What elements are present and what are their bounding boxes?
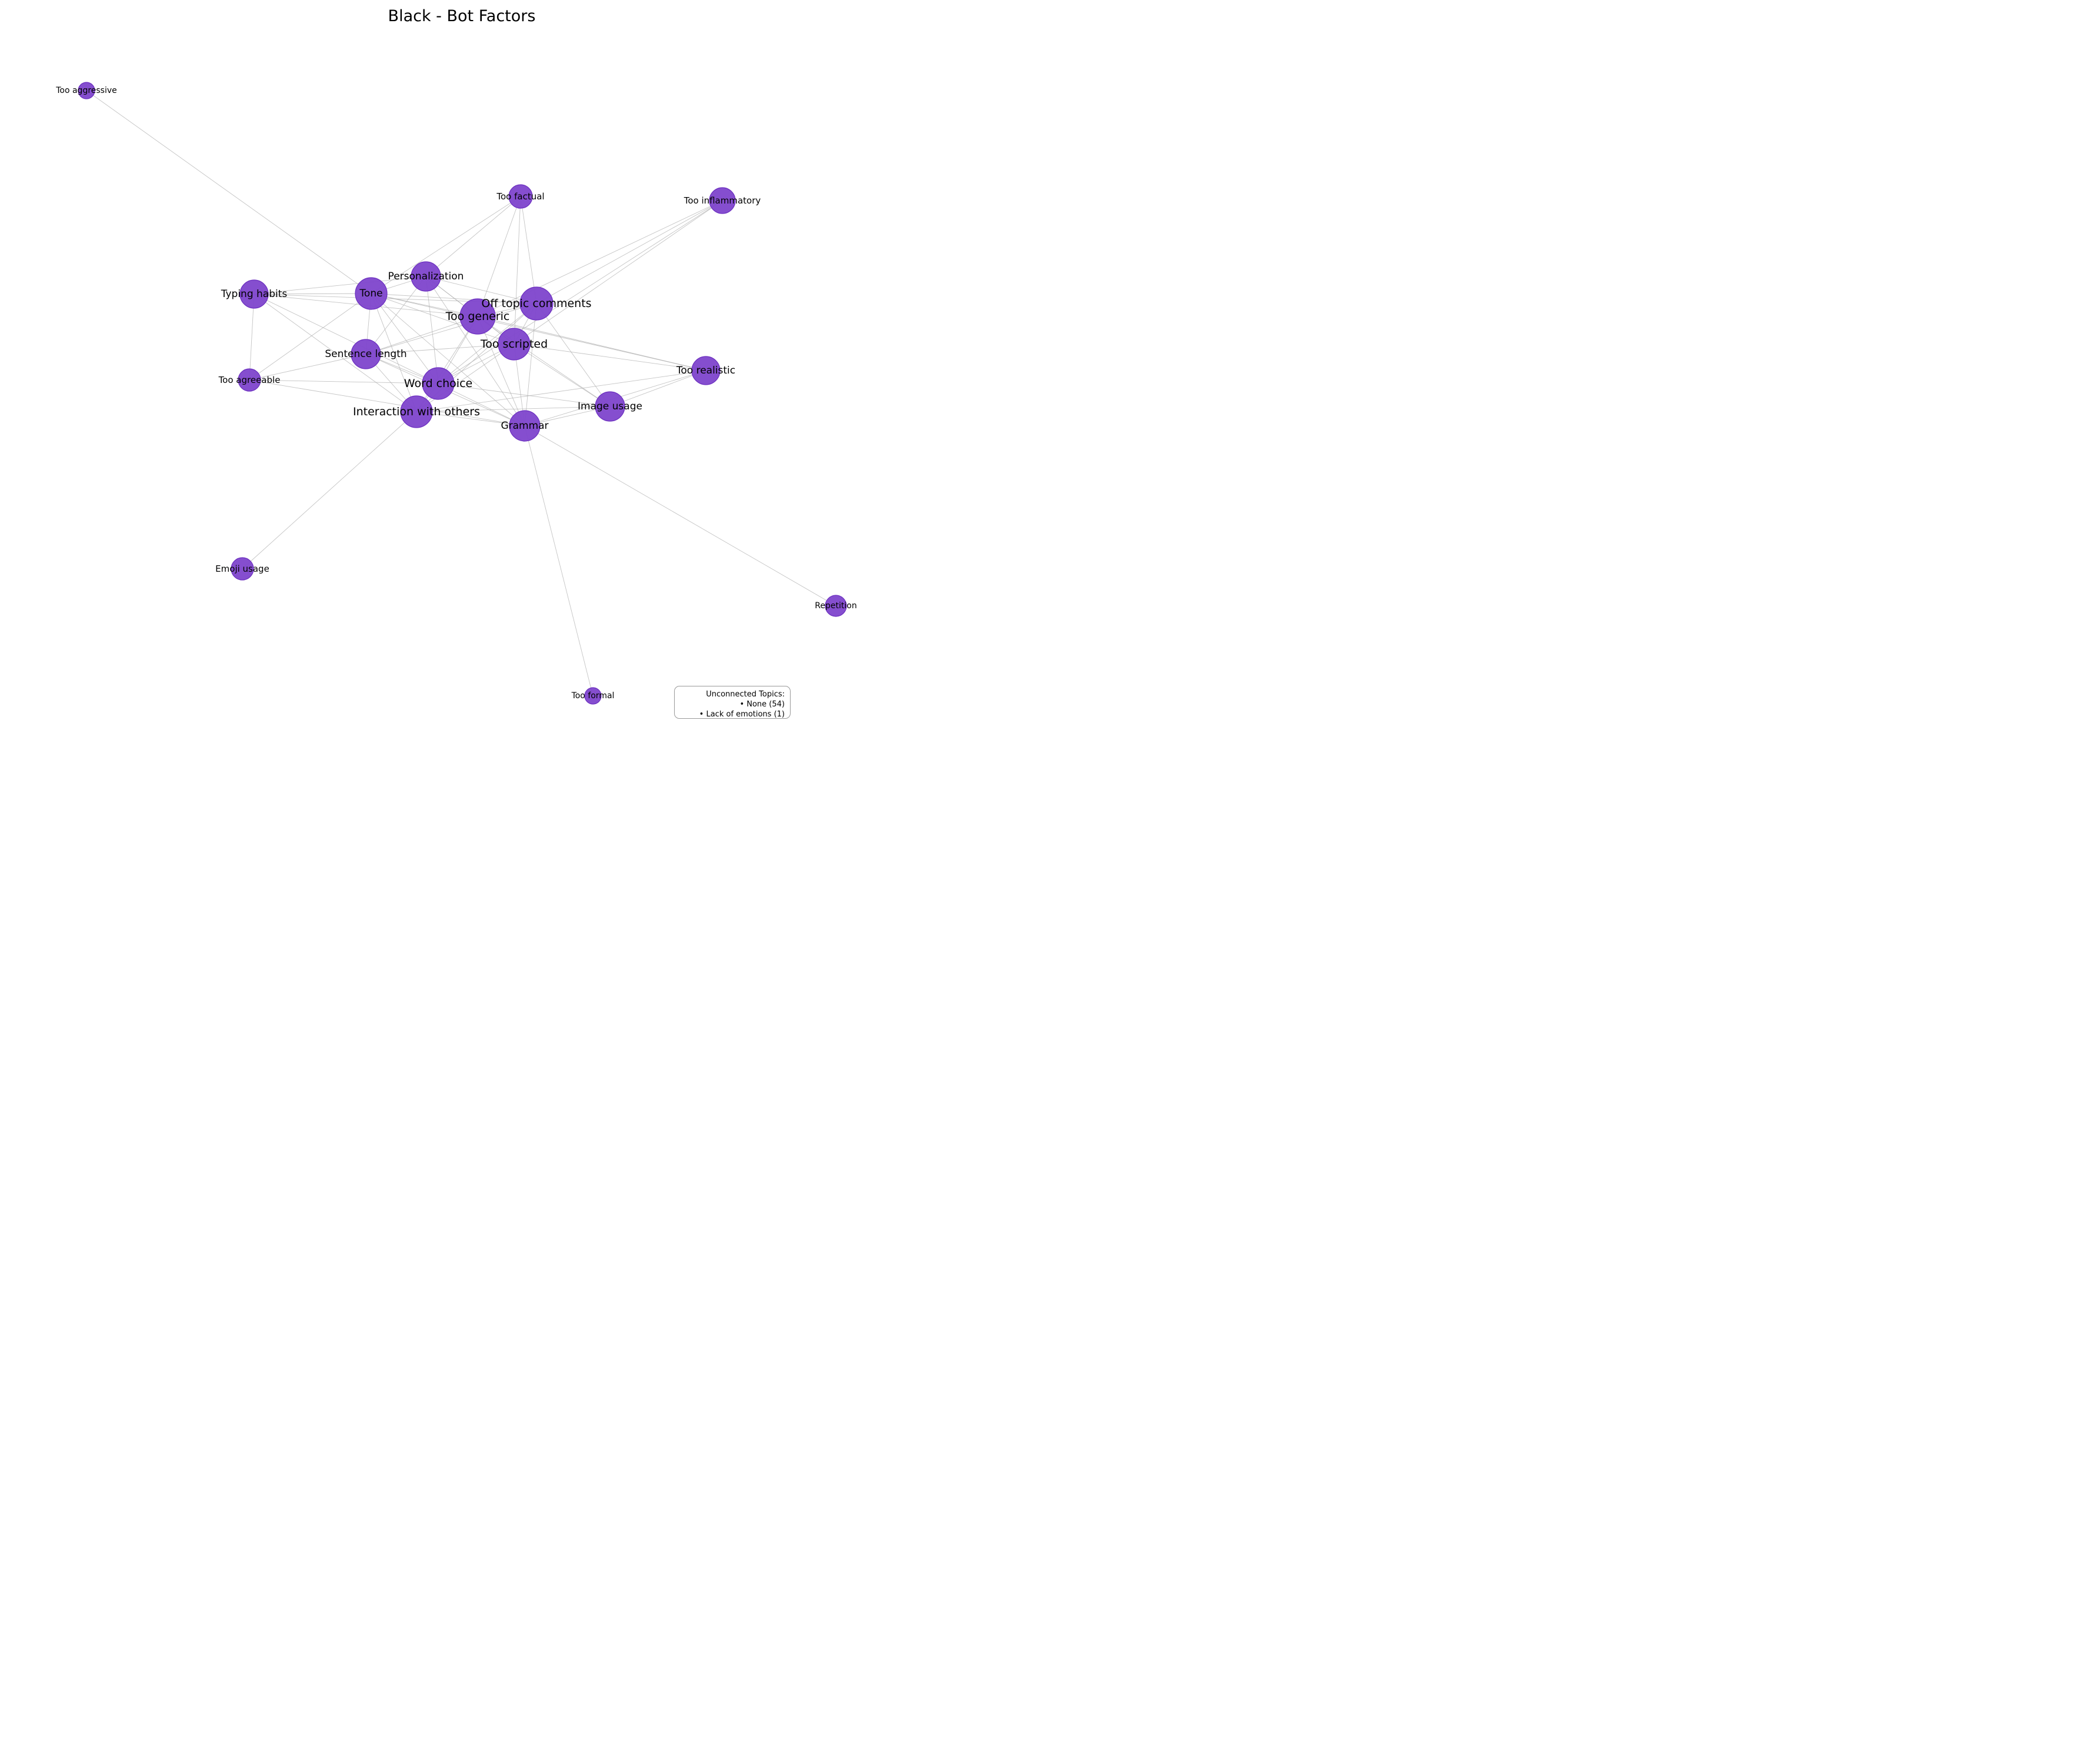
- node-label-too-scripted: Too scripted: [480, 338, 548, 351]
- edge-personalization-sentence-length: [365, 276, 426, 355]
- edge-typing-habits-personalization: [254, 276, 426, 295]
- edge-grammar-too-formal: [524, 425, 594, 696]
- node-label-interaction-with-others: Interaction with others: [353, 405, 480, 418]
- node-label-personalization: Personalization: [388, 271, 464, 282]
- node-label-too-aggressive: Too aggressive: [55, 86, 117, 95]
- node-label-too-generic: Too generic: [445, 310, 510, 323]
- node-label-tone: Tone: [359, 288, 382, 299]
- edge-personalization-word-choice: [425, 276, 439, 384]
- edge-too-scripted-interaction-with-others: [416, 344, 515, 412]
- node-too-generic: [459, 298, 496, 335]
- edge-personalization-grammar: [425, 276, 525, 426]
- edge-off-topic-comments-word-choice: [438, 303, 537, 384]
- edge-interaction-with-others-too-realistic: [416, 370, 706, 412]
- edge-too-factual-off-topic-comments: [520, 196, 537, 304]
- edge-too-inflammatory-off-topic-comments: [536, 200, 723, 304]
- node-label-too-formal: Too formal: [571, 691, 615, 701]
- edge-tone-too-agreeable: [249, 293, 372, 381]
- edge-tone-too-scripted: [371, 293, 515, 345]
- node-label-repetition: Repetition: [815, 601, 856, 611]
- node-label-emoji-usage: Emoji usage: [215, 564, 269, 574]
- legend-item-none: • None (54): [739, 700, 785, 709]
- node-label-too-realistic: Too realistic: [676, 365, 735, 376]
- node-sentence-length: [351, 339, 381, 369]
- edge-too-inflammatory-word-choice: [438, 200, 723, 384]
- node-too-scripted: [498, 328, 531, 361]
- edge-too-factual-personalization: [425, 196, 521, 277]
- edge-too-generic-too-realistic: [477, 316, 706, 371]
- edge-word-choice-too-agreeable: [249, 379, 439, 384]
- edge-grammar-too-agreeable: [249, 379, 525, 426]
- node-too-aggressive: [78, 82, 95, 99]
- edge-typing-habits-interaction-with-others: [254, 294, 417, 412]
- node-too-inflammatory: [709, 187, 736, 214]
- edge-too-scripted-sentence-length: [365, 344, 515, 355]
- edge-word-choice-image-usage: [438, 383, 611, 407]
- node-too-factual: [508, 184, 533, 209]
- node-grammar: [509, 410, 541, 442]
- node-too-realistic: [691, 356, 721, 385]
- node-repetition: [825, 595, 847, 617]
- node-label-image-usage: Image usage: [578, 401, 642, 412]
- edge-interaction-with-others-image-usage: [416, 406, 611, 412]
- edge-too-factual-tone: [371, 196, 521, 294]
- edge-too-scripted-too-realistic: [514, 344, 706, 371]
- node-emoji-usage: [231, 557, 254, 581]
- edge-too-generic-interaction-with-others: [416, 316, 478, 412]
- edge-too-factual-too-scripted: [514, 196, 521, 345]
- edge-too-factual-too-generic: [477, 196, 521, 317]
- node-off-topic-comments: [519, 286, 554, 321]
- edge-tone-too-realistic: [371, 293, 706, 371]
- edge-tone-grammar: [371, 293, 525, 426]
- node-label-typing-habits: Typing habits: [221, 288, 288, 300]
- graph-title: Black - Bot Factors: [388, 7, 536, 25]
- node-label-too-agreeable: Too agreeable: [218, 375, 281, 385]
- edge-too-scripted-image-usage: [514, 344, 611, 407]
- edge-too-inflammatory-too-scripted: [514, 200, 723, 345]
- edge-personalization-off-topic-comments: [425, 276, 537, 304]
- edge-typing-habits-word-choice: [254, 294, 439, 384]
- node-layer: [78, 82, 847, 705]
- unconnected-topics-legend: Unconnected Topics: • None (54) • Lack o…: [674, 686, 791, 719]
- node-interaction-with-others: [400, 395, 433, 428]
- edge-image-usage-too-realistic: [609, 370, 706, 407]
- edge-off-topic-comments-image-usage: [536, 303, 611, 407]
- edge-off-topic-comments-sentence-length: [365, 303, 537, 355]
- edge-interaction-with-others-emoji-usage: [242, 411, 417, 569]
- node-personalization: [411, 261, 441, 292]
- edge-layer: [86, 90, 836, 696]
- node-word-choice: [422, 367, 455, 400]
- edge-too-inflammatory-too-generic: [477, 200, 723, 317]
- edge-off-topic-comments-grammar: [524, 303, 537, 426]
- node-too-agreeable: [238, 368, 261, 392]
- node-label-too-factual: Too factual: [496, 191, 544, 202]
- edge-too-generic-image-usage: [477, 316, 611, 407]
- node-label-grammar: Grammar: [501, 420, 548, 432]
- node-label-sentence-length: Sentence length: [325, 348, 406, 360]
- edge-too-generic-grammar: [477, 316, 525, 426]
- node-label-word-choice: Word choice: [404, 377, 472, 390]
- node-label-too-inflammatory: Too inflammatory: [684, 195, 761, 206]
- edge-grammar-repetition: [524, 425, 836, 606]
- edge-tone-word-choice: [371, 293, 439, 384]
- node-tone: [355, 277, 388, 310]
- edge-tone-off-topic-comments: [371, 293, 537, 304]
- node-typing-habits: [239, 279, 269, 309]
- edge-interaction-with-others-grammar: [416, 411, 525, 426]
- edge-too-generic-sentence-length: [365, 316, 478, 355]
- legend-title: Unconnected Topics:: [706, 690, 785, 699]
- node-image-usage: [595, 391, 625, 422]
- edge-too-aggressive-tone: [86, 90, 372, 294]
- edge-tone-interaction-with-others: [371, 293, 417, 412]
- node-label-off-topic-comments: Off topic comments: [481, 297, 591, 310]
- legend-item-lack-of-emotions: • Lack of emotions (1): [699, 710, 785, 719]
- edge-sentence-length-too-agreeable: [249, 354, 366, 381]
- node-too-formal: [584, 687, 602, 705]
